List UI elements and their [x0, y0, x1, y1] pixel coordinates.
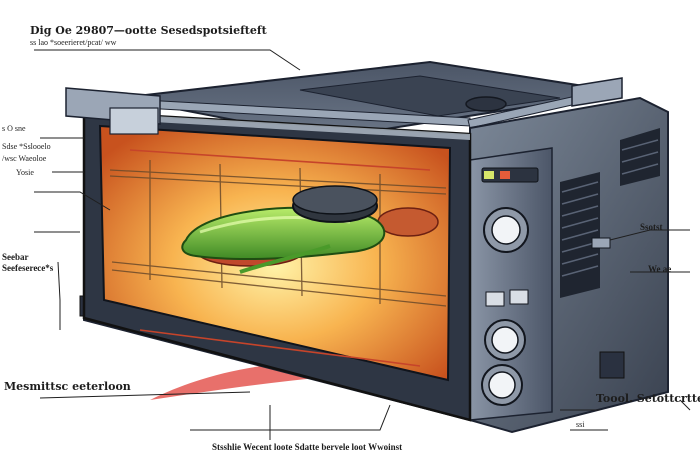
left-label-3: /wsc Waeoloe: [2, 154, 47, 163]
hinge-block: [65, 77, 623, 135]
left-label-1: s O sne: [2, 124, 26, 133]
right-label-1: Ssotst: [640, 222, 663, 232]
left-label-2: Sdse *Sslooelo: [2, 142, 51, 151]
right-bottom-label: Toool. Setottcrtte: [596, 392, 700, 405]
right-label-2: We ae: [648, 264, 672, 274]
oven-door-frame: [82, 110, 472, 422]
control-knobs: [481, 167, 611, 406]
bottom-label: Stsshlie Wecent loote Sdatte bervele loo…: [212, 442, 403, 452]
right-bottom-label-2: ssi: [576, 420, 585, 429]
meat-slice-right: [377, 207, 439, 237]
top-header-label: Dig Oe 29807—ootte Sesedspotsiefteft: [30, 24, 267, 37]
leader-lines: [34, 49, 691, 440]
left-bottom-label: Mesmittsc eeterloon: [4, 380, 131, 393]
left-label-4: Yosie: [16, 168, 34, 177]
left-label-6: Seefeserece*s: [2, 263, 54, 273]
left-label-5: Seebar: [2, 252, 29, 262]
top-subheader-label: ss lao *soeerieret/pcat/ ww: [30, 38, 117, 47]
